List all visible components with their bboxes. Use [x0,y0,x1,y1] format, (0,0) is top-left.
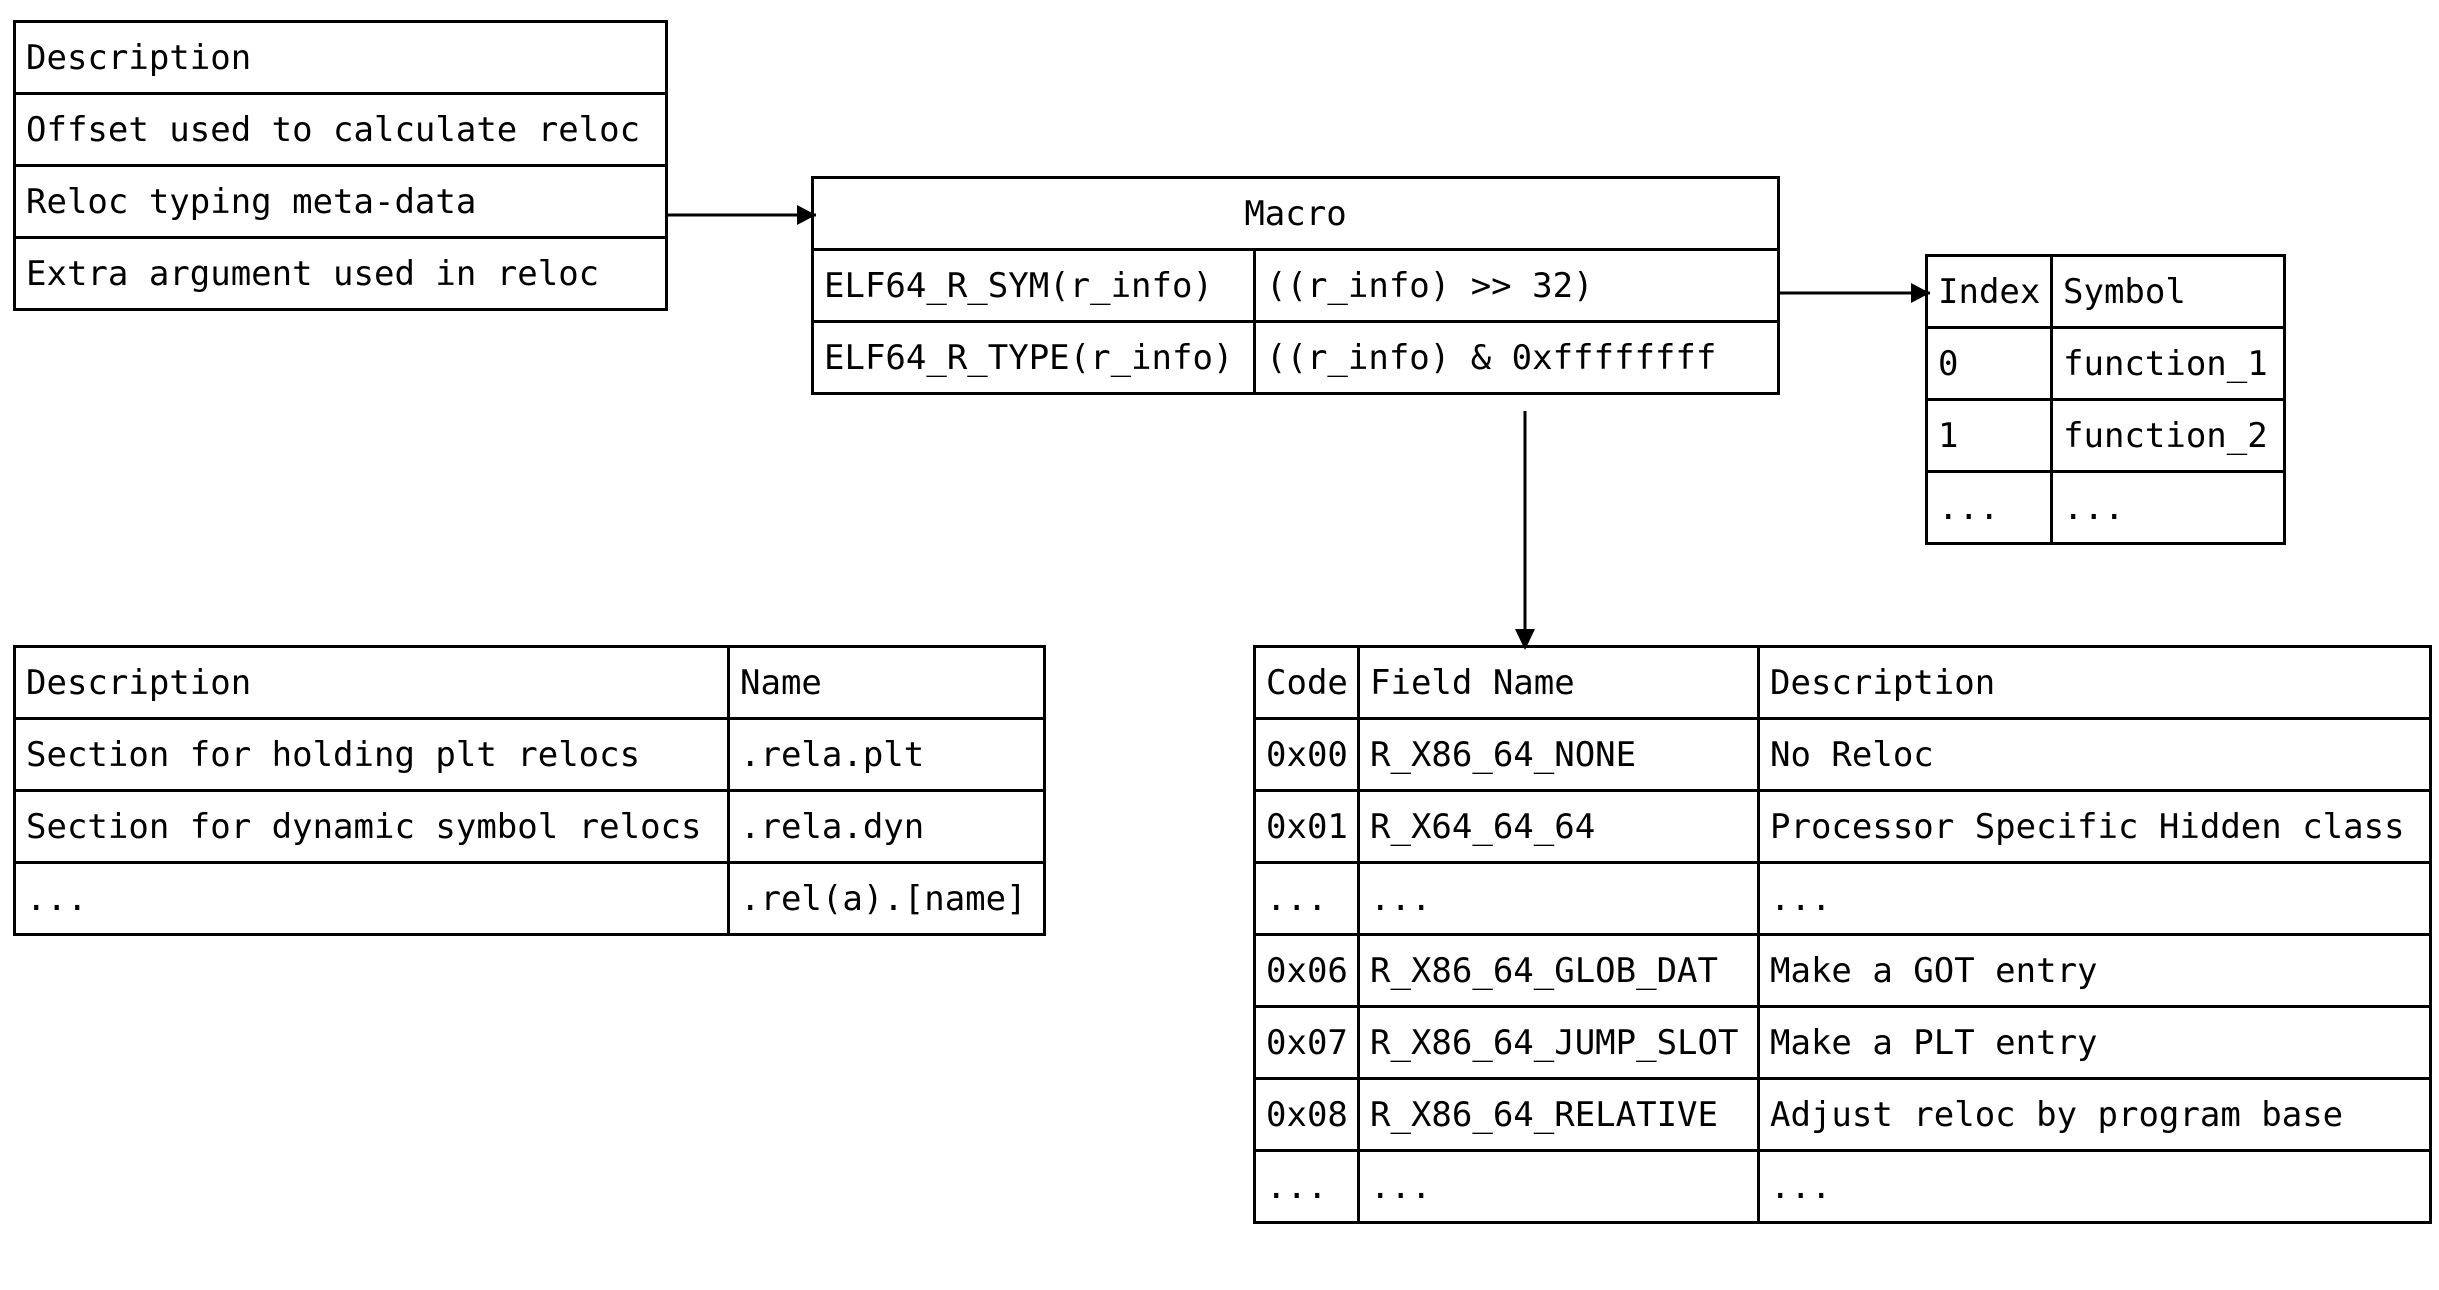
table-cell: ... [2050,470,2286,545]
table-cell: 0x01 [1253,789,1360,864]
table-cell: .rela.dyn [727,789,1046,864]
table-cell: Make a GOT entry [1757,933,2432,1008]
table-row: Index Symbol [1925,254,2286,329]
table-row: 0x08 R_X86_64_RELATIVE Adjust reloc by p… [1253,1077,2432,1152]
table-row: Section for dynamic symbol relocs .rela.… [13,789,1046,864]
table-row: 0x07 R_X86_64_JUMP_SLOT Make a PLT entry [1253,1005,2432,1080]
macro-name-cell: ELF64_R_TYPE(r_info) [811,320,1256,395]
table-row: Extra argument used in reloc [13,236,668,311]
table-row: Code Field Name Description [1253,645,2432,720]
table-header-cell: Description [1757,645,2432,720]
table-cell: .rel(a).[name] [727,861,1046,936]
table-cell: ... [1357,1149,1760,1224]
macro-expansion-cell: ((r_info) >> 32) [1253,248,1780,323]
table-row: 0 function_1 [1925,326,2286,401]
table-cell: R_X86_64_GLOB_DAT [1357,933,1760,1008]
table-cell: 1 [1925,398,2053,473]
table-row: ... .rel(a).[name] [13,861,1046,936]
table-row: ... ... [1925,470,2286,545]
macro-header-cell: Macro [811,176,1780,251]
table-row: 0x01 R_X64_64_64 Processor Specific Hidd… [1253,789,2432,864]
table-cell: Offset used to calculate reloc [13,92,668,167]
table-cell: Adjust reloc by program base [1757,1077,2432,1152]
table-header-cell: Symbol [2050,254,2286,329]
table-header-cell: Description [13,645,730,720]
table-row: Reloc typing meta-data [13,164,668,239]
table-row: ELF64_R_TYPE(r_info) ((r_info) & 0xfffff… [811,320,1780,395]
reloc-type-table: Code Field Name Description 0x00 R_X86_6… [1253,645,2432,1224]
table-header-cell: Field Name [1357,645,1760,720]
table-cell: R_X86_64_JUMP_SLOT [1357,1005,1760,1080]
symbol-table: Index Symbol 0 function_1 1 function_2 .… [1925,254,2286,545]
table-cell: ... [1757,1149,2432,1224]
table-cell: R_X64_64_64 [1357,789,1760,864]
table-cell: function_1 [2050,326,2286,401]
table-row: Macro [811,176,1780,251]
table-cell: Make a PLT entry [1757,1005,2432,1080]
table-cell: No Reloc [1757,717,2432,792]
table-cell: .rela.plt [727,717,1046,792]
table-row: 0x06 R_X86_64_GLOB_DAT Make a GOT entry [1253,933,2432,1008]
table-cell: ... [13,861,730,936]
table-row: 1 function_2 [1925,398,2286,473]
table-header-cell: Name [727,645,1046,720]
table-row: ELF64_R_SYM(r_info) ((r_info) >> 32) [811,248,1780,323]
table-cell: Section for dynamic symbol relocs [13,789,730,864]
macro-name-cell: ELF64_R_SYM(r_info) [811,248,1256,323]
table-cell: 0x07 [1253,1005,1360,1080]
table-header-cell: Description [13,20,668,95]
table-cell: Extra argument used in reloc [13,236,668,311]
table-cell: 0x08 [1253,1077,1360,1152]
macro-table: Macro ELF64_R_SYM(r_info) ((r_info) >> 3… [811,176,1780,395]
table-cell: Section for holding plt relocs [13,717,730,792]
table-cell: ... [1253,1149,1360,1224]
table-cell: ... [1925,470,2053,545]
table-cell: Processor Specific Hidden class [1757,789,2432,864]
table-header-cell: Index [1925,254,2053,329]
macro-expansion-cell: ((r_info) & 0xffffffff [1253,320,1780,395]
table-row: Offset used to calculate reloc [13,92,668,167]
table-header-cell: Code [1253,645,1360,720]
table-row: ... ... ... [1253,1149,2432,1224]
table-cell: R_X86_64_RELATIVE [1357,1077,1760,1152]
table-row: Section for holding plt relocs .rela.plt [13,717,1046,792]
table-cell: Reloc typing meta-data [13,164,668,239]
table-cell: R_X86_64_NONE [1357,717,1760,792]
table-cell: ... [1253,861,1360,936]
table-cell: 0 [1925,326,2053,401]
table-row: 0x00 R_X86_64_NONE No Reloc [1253,717,2432,792]
table-cell: 0x06 [1253,933,1360,1008]
reloc-entry-field-table: Description Offset used to calculate rel… [13,20,668,311]
table-cell: 0x00 [1253,717,1360,792]
table-row: ... ... ... [1253,861,2432,936]
table-cell: ... [1757,861,2432,936]
table-row: Description Name [13,645,1046,720]
section-table: Description Name Section for holding plt… [13,645,1046,936]
table-cell: ... [1357,861,1760,936]
table-cell: function_2 [2050,398,2286,473]
table-row: Description [13,20,668,95]
